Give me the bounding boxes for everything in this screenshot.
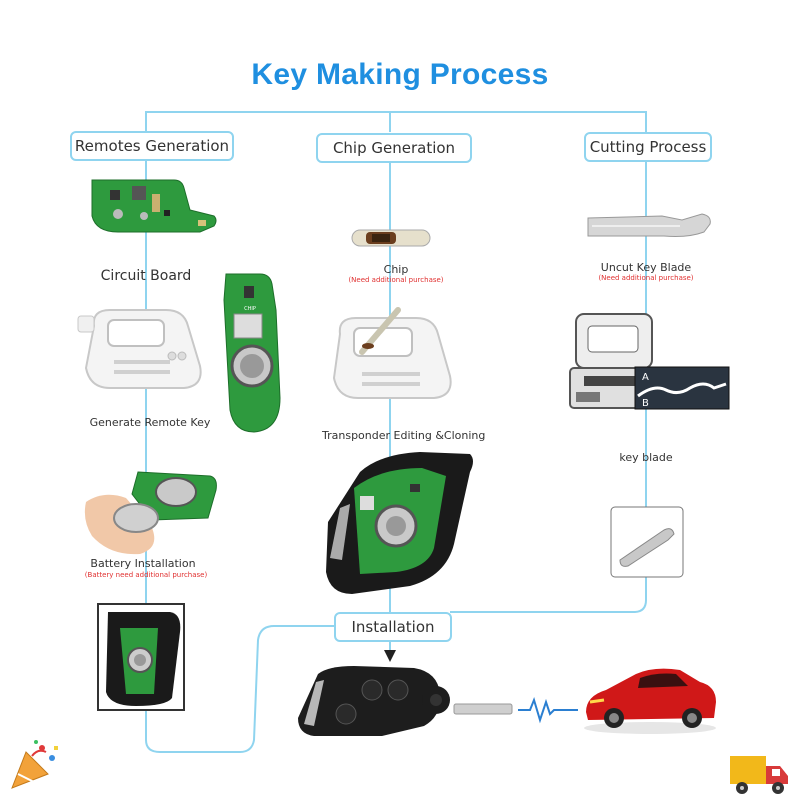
delivery-truck-icon <box>730 756 788 794</box>
battery-installation-label: Battery Installation <box>90 557 196 570</box>
circuit-board-image <box>91 179 217 233</box>
remote-shell-image <box>97 603 185 711</box>
cut-key-blade-image <box>610 506 684 578</box>
header-chip-generation: Chip Generation <box>316 133 472 163</box>
circuit-board-label: Circuit Board <box>100 268 192 284</box>
uncut-note: (Need additional purchase) <box>598 274 694 282</box>
uncut-key-blade-image <box>587 213 711 237</box>
key-blade-label: key blade <box>619 451 673 464</box>
chip-label: Chip <box>383 263 409 276</box>
arrow-down-icon <box>384 650 396 662</box>
transponder-label: Transponder Editing &Cloning <box>322 429 486 442</box>
chip-note: (Need additional purchase) <box>348 276 444 284</box>
uncut-blade-label: Uncut Key Blade <box>600 261 692 274</box>
remote-pcb-image: CHIP <box>223 273 281 433</box>
finished-flip-key-image <box>298 666 450 736</box>
key-blade-profile-image: A B <box>634 366 730 410</box>
transponder-device-image <box>332 307 452 399</box>
page-title: Key Making Process <box>251 58 549 91</box>
svg-text:CHIP: CHIP <box>244 306 256 312</box>
battery-note: (Battery need additional purchase) <box>84 571 208 579</box>
key-to-car-signal <box>453 696 578 724</box>
profile-label-b: B <box>642 398 649 409</box>
chip-image <box>351 229 431 247</box>
generate-remote-key-label: Generate Remote Key <box>89 416 211 429</box>
red-car-image <box>584 668 716 734</box>
profile-label-a: A <box>642 372 649 383</box>
party-popper-icon <box>11 740 58 789</box>
header-cutting-process: Cutting Process <box>584 132 712 162</box>
header-remotes-generation: Remotes Generation <box>70 131 234 161</box>
open-remote-key-image <box>326 452 473 594</box>
installation-box: Installation <box>334 612 452 642</box>
battery-installation-image <box>84 471 217 555</box>
remote-generator-device-image <box>77 309 202 389</box>
